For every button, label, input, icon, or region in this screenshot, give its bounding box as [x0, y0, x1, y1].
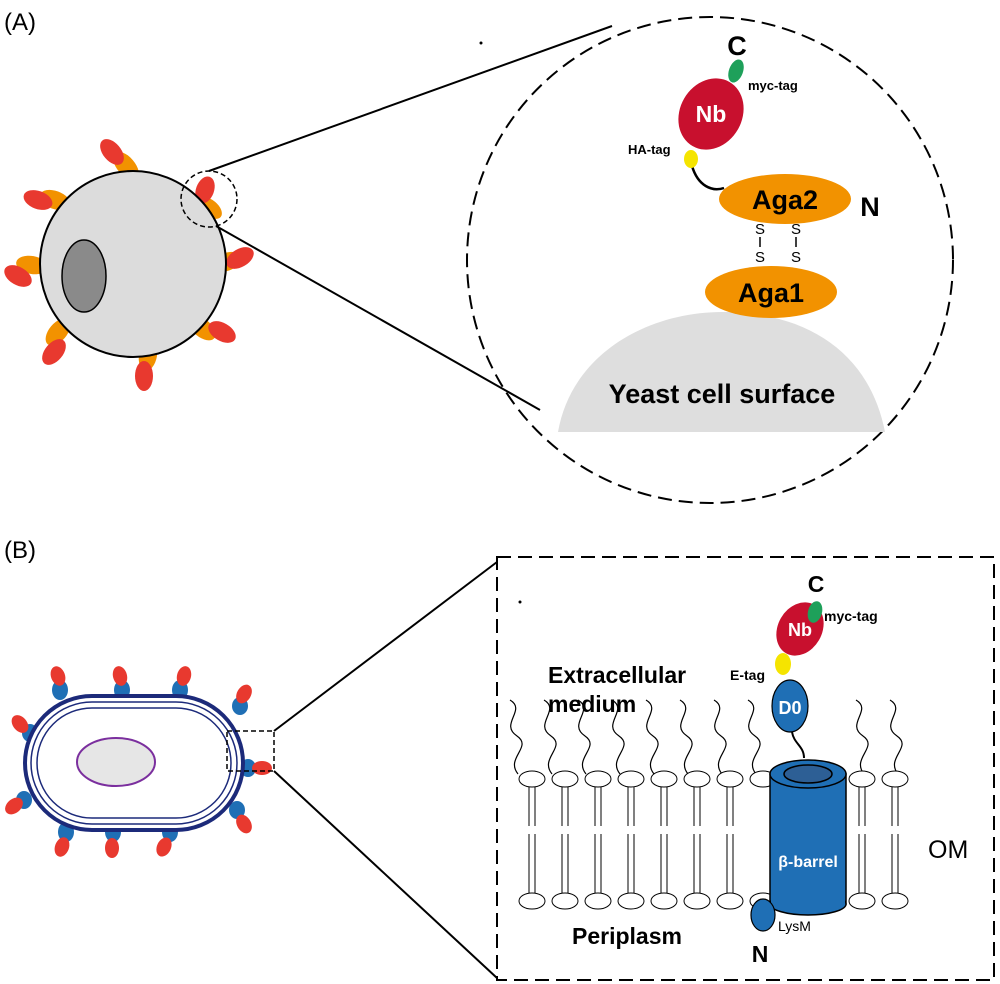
zoom-line-top-b — [273, 561, 498, 732]
om-label: OM — [928, 836, 968, 864]
stray-dot-b — [518, 600, 522, 604]
lipid-tails — [528, 786, 899, 894]
ha-tag — [684, 150, 698, 168]
zoom-line-bottom — [215, 225, 541, 411]
zoom-line-bottom-b — [273, 770, 498, 979]
magnified-view-box — [496, 556, 995, 981]
disulfide-s-right-bottom: S — [791, 249, 801, 266]
extracellular-label-line1: Extracellular — [548, 662, 686, 688]
myc-tag — [728, 59, 744, 83]
bacterial-cell — [5, 666, 275, 858]
yeast-cell-surface-label: Yeast cell surface — [609, 379, 836, 409]
yeast-cell — [4, 139, 254, 391]
d0-linker — [791, 731, 805, 759]
lysm-domain — [750, 898, 776, 932]
myc-tag-label-b: myc-tag — [824, 608, 878, 624]
d0-label: D0 — [778, 698, 801, 718]
aga2-n-terminus: N — [860, 192, 880, 222]
beta-barrel: β-barrel — [769, 759, 847, 916]
nanobody — [678, 78, 744, 150]
lipid-bilayer — [518, 770, 909, 910]
yeast-nucleus — [61, 239, 107, 313]
aga1-label: Aga1 — [738, 278, 804, 308]
e-tag — [775, 653, 791, 675]
disulfide-s-left-top: S — [755, 221, 765, 238]
stray-dot — [479, 41, 483, 45]
extracellular-label-line2: medium — [548, 691, 636, 717]
lipid-heads-top — [518, 770, 909, 788]
c-terminus-label-b: C — [808, 571, 825, 597]
aga2-label: Aga2 — [752, 185, 818, 215]
myc-tag-b — [807, 601, 823, 623]
disulfide-s-left-bottom: S — [755, 249, 765, 266]
linker — [690, 165, 725, 191]
myc-tag-label: myc-tag — [748, 78, 798, 93]
nucleoid — [76, 737, 156, 787]
disulfide-s-right-top: S — [791, 221, 801, 238]
d0-domain — [771, 679, 809, 733]
panel-a: (A) — [4, 9, 954, 504]
lipid-heads-bottom — [518, 892, 909, 910]
cell-wall — [30, 701, 238, 825]
lysm-label: LysM — [778, 918, 811, 934]
zoom-line-top — [208, 25, 613, 172]
n-terminus-label-b: N — [752, 941, 769, 967]
nanobody-label: Nb — [696, 101, 727, 127]
zoom-region-marker-b — [226, 730, 275, 772]
beta-barrel-label: β-barrel — [778, 854, 838, 871]
disulfide-bonds: S S S S — [755, 221, 801, 266]
nanobody-label-b: Nb — [788, 620, 812, 640]
yeast-cell-surface — [558, 312, 885, 432]
panel-b-label: (B) — [4, 537, 36, 564]
c-terminus-label: C — [727, 31, 747, 61]
panel-b: (B) — [4, 537, 995, 981]
ha-tag-label: HA-tag — [628, 142, 671, 157]
e-tag-label: E-tag — [730, 667, 765, 683]
periplasm-label: Periplasm — [572, 923, 682, 949]
aga1-protein — [705, 266, 837, 318]
panel-a-label: (A) — [4, 9, 36, 36]
lps-chains — [509, 699, 903, 775]
aga2-protein — [719, 174, 851, 224]
magnified-view-circle — [466, 16, 954, 504]
